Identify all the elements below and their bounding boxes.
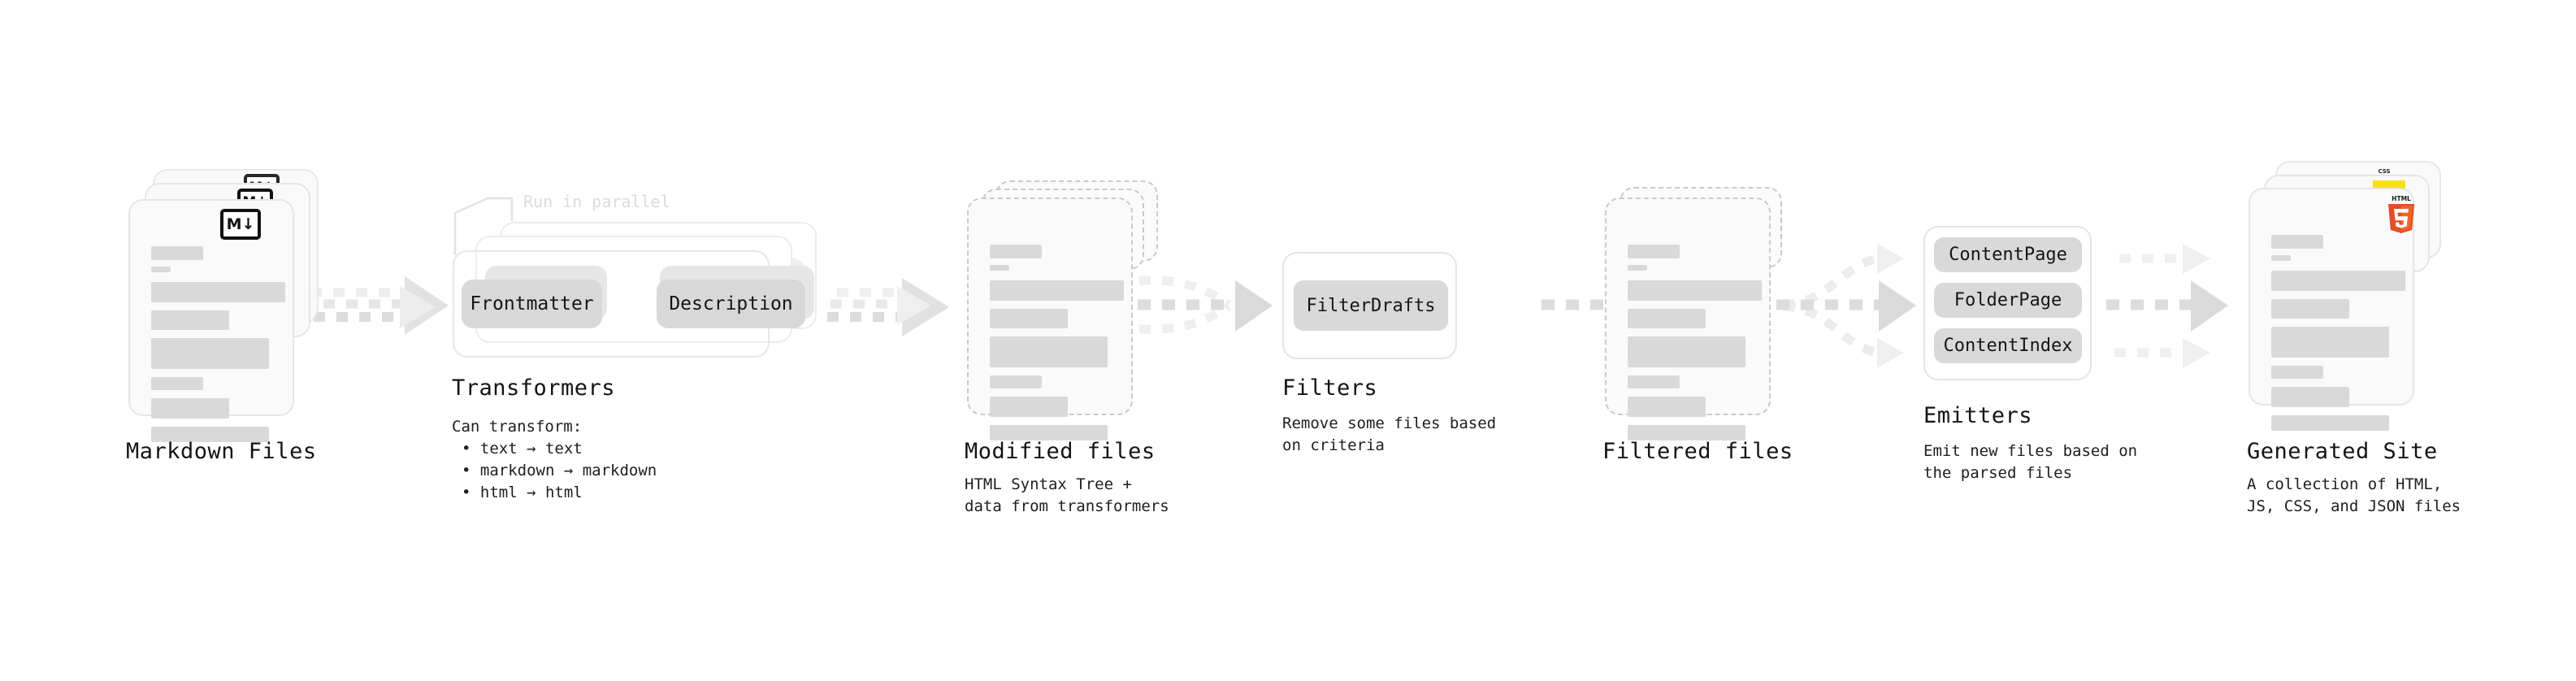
doc-line <box>990 397 1068 417</box>
doc-line <box>2271 271 2405 291</box>
site-doc-front <box>2249 188 2414 431</box>
doc-content-lines <box>151 246 285 449</box>
arrow-filtered-to-emitters <box>1776 244 1916 368</box>
doc-line <box>1628 336 1746 367</box>
stage-title-emitters: Emitters <box>1923 403 2033 428</box>
doc-line <box>990 425 1108 440</box>
doc-line <box>2271 415 2389 431</box>
stage-title-markdown-files: Markdown Files <box>126 439 317 464</box>
run-in-parallel-label: Run in parallel <box>523 192 670 211</box>
modified-doc-front <box>967 197 1133 440</box>
doc-line <box>151 246 203 260</box>
doc-line <box>1628 280 1762 301</box>
transformer-node-description[interactable]: Description <box>657 280 805 328</box>
doc-line <box>1628 375 1680 388</box>
doc-line <box>1628 245 1680 258</box>
doc-line <box>990 245 1042 258</box>
doc-line <box>2271 327 2389 358</box>
filter-node-filterdrafts[interactable]: FilterDrafts <box>1294 280 1448 331</box>
doc-content-lines <box>990 245 1124 447</box>
stage-subtitle-filters: Remove some files based on criteria <box>1282 414 1497 454</box>
emitter-node-folderpage[interactable]: FolderPage <box>1934 283 2082 318</box>
stage-title-modified-files: Modified files <box>965 439 1156 464</box>
svg-text:CSS: CSS <box>2378 168 2390 175</box>
emitter-node-contentindex[interactable]: ContentIndex <box>1934 328 2082 363</box>
arrow-emitters-to-site <box>2106 244 2228 368</box>
doc-line <box>151 267 171 272</box>
transformers-bullet-3: • html → html <box>462 484 583 501</box>
doc-line <box>2271 255 2291 261</box>
doc-line <box>2271 235 2323 249</box>
svg-text:HTML: HTML <box>2392 195 2411 202</box>
doc-line <box>151 338 269 369</box>
html5-icon: HTML <box>2384 193 2417 233</box>
doc-line <box>990 336 1108 367</box>
doc-content-lines <box>2271 235 2405 437</box>
doc-line <box>2271 387 2349 407</box>
filtered-doc-front <box>1605 197 1771 440</box>
arrow-modified-to-filters <box>1138 275 1273 334</box>
doc-content-lines <box>1628 245 1762 447</box>
stage-subtitle-modified-files: HTML Syntax Tree + data from transformer… <box>965 475 1169 515</box>
stage-title-generated-site: Generated Site <box>2247 439 2438 464</box>
stage-title-filters: Filters <box>1282 375 1378 401</box>
doc-line <box>151 377 203 390</box>
doc-line <box>151 282 285 302</box>
transformers-bullet-0: Can transform: <box>452 418 583 436</box>
arrow-transformers-to-modified <box>827 278 949 336</box>
doc-line <box>990 375 1042 388</box>
transformer-node-frontmatter[interactable]: Frontmatter <box>462 280 602 328</box>
doc-line <box>151 398 229 419</box>
stage-title-transformers: Transformers <box>452 375 616 401</box>
transformers-bullet-2: • markdown → markdown <box>462 462 657 479</box>
stage-title-filtered-files: Filtered files <box>1602 439 1793 464</box>
doc-line <box>1628 265 1647 271</box>
stage-subtitle-emitters: Emit new files based on the parsed files <box>1923 442 2138 482</box>
doc-line <box>990 280 1124 301</box>
emitter-node-contentpage[interactable]: ContentPage <box>1934 237 2082 272</box>
doc-line <box>1628 397 1706 417</box>
transformers-bullet-1: • text → text <box>462 440 583 458</box>
markdown-doc-front <box>128 199 294 442</box>
doc-line <box>151 427 269 442</box>
doc-line <box>151 310 229 330</box>
markdown-icon: M↓ <box>220 209 261 240</box>
doc-line <box>2271 299 2349 319</box>
doc-line <box>2271 366 2323 379</box>
doc-line <box>1628 425 1746 440</box>
doc-line <box>1628 309 1706 328</box>
doc-line <box>990 265 1009 271</box>
arrow-markdown-to-transformers <box>301 276 449 335</box>
stage-subtitle-generated-site: A collection of HTML, JS, CSS, and JSON … <box>2247 475 2461 515</box>
doc-line <box>990 309 1068 328</box>
